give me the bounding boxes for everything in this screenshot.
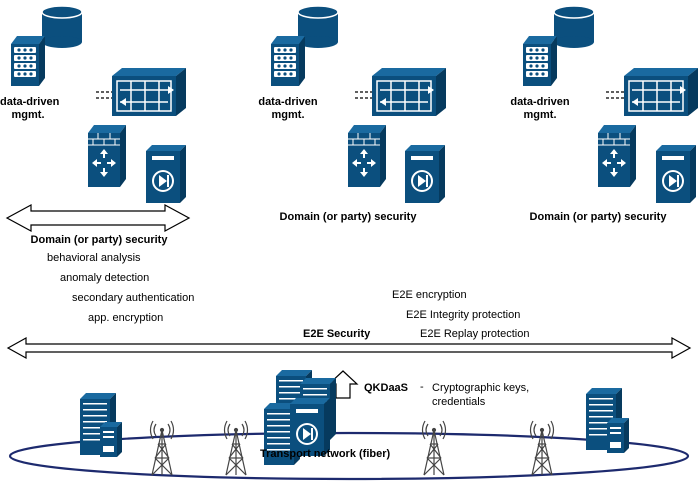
domain-1-mgmt-label-line1: data-driven — [0, 96, 60, 108]
transport-network-ring — [8, 431, 690, 481]
qkdaas-desc-line1: Cryptographic keys, — [432, 382, 530, 394]
domain-1-security-label: Domain (or party) security — [30, 234, 168, 246]
qkdaas-dash: - — [420, 381, 424, 393]
media-server-icon — [656, 145, 696, 203]
server-icon — [100, 422, 122, 457]
switch-icon — [371, 67, 447, 117]
e2e-feature: E2E encryption — [392, 289, 467, 301]
domain-1-mgmt-label-line2: mgmt. — [11, 109, 45, 121]
firewall-router-icon — [87, 124, 127, 188]
e2e-feature: E2E Integrity protection — [406, 309, 521, 321]
radio-tower-icon — [223, 420, 249, 476]
firewall-router-icon — [597, 124, 637, 188]
radio-tower-icon — [149, 420, 175, 476]
domain-security-feature: behavioral analysis — [47, 252, 141, 264]
radio-tower-icon — [529, 420, 555, 476]
media-server-icon — [146, 145, 186, 203]
domain-2-mgmt-label-line2: mgmt. — [271, 109, 305, 121]
domain-2-security-label: Domain (or party) security — [279, 211, 417, 223]
radio-tower-icon — [421, 420, 447, 476]
storage-server-icon — [11, 36, 45, 86]
dashed-connector — [606, 91, 624, 99]
media-server-icon — [405, 145, 445, 203]
database-icon — [41, 5, 83, 49]
e2e-feature: E2E Replay protection — [420, 328, 530, 340]
switch-icon — [111, 67, 187, 117]
domain-3-security-label: Domain (or party) security — [529, 211, 667, 223]
server-icon — [607, 418, 629, 453]
qkdaas-label: QKDaaS — [364, 382, 409, 394]
domain-2-mgmt-label-line1: data-driven — [258, 96, 318, 108]
e2e-security-label: E2E Security — [303, 328, 371, 340]
domain-3-mgmt-label-line2: mgmt. — [523, 109, 557, 121]
domain-security-feature: anomaly detection — [60, 272, 150, 284]
firewall-router-icon — [347, 124, 387, 188]
domain-security-feature: secondary authentication — [72, 292, 195, 304]
switch-icon — [623, 67, 699, 117]
dashed-connector — [355, 91, 372, 99]
domain-security-arrow — [5, 203, 191, 233]
qkdaas-desc-line2: credentials — [432, 396, 486, 408]
database-icon — [553, 5, 595, 49]
transport-network-label: Transport network (fiber) — [260, 448, 391, 460]
storage-server-icon — [523, 36, 557, 86]
domain-3-mgmt-label-line1: data-driven — [510, 96, 570, 108]
domain-security-feature: app. encryption — [88, 312, 164, 324]
storage-server-icon — [271, 36, 305, 86]
e2e-security-arrow — [6, 336, 692, 360]
dashed-connector — [96, 91, 112, 99]
